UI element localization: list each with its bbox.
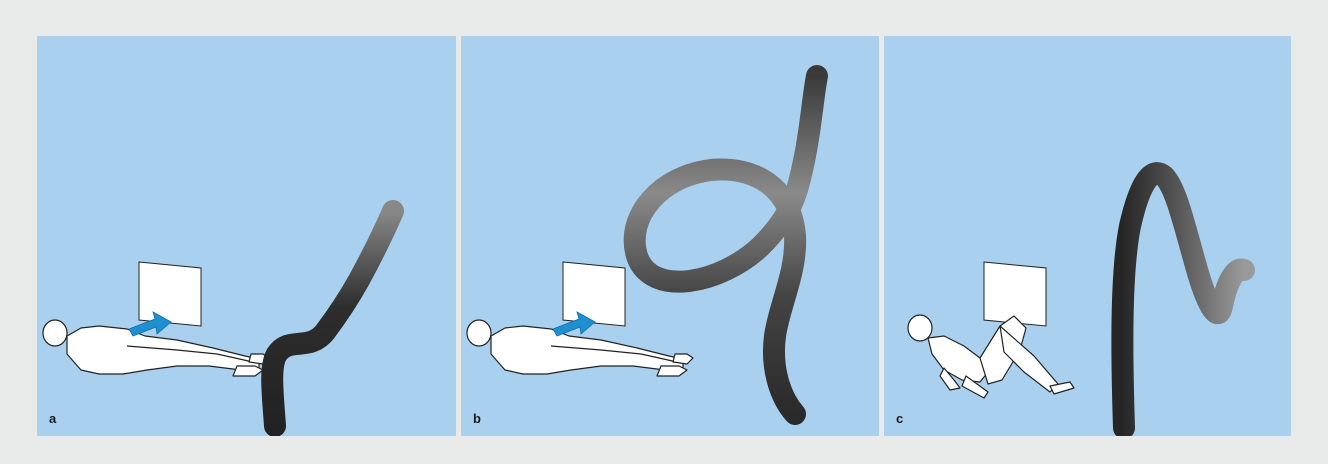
panel-label: c [896,411,903,426]
endoscope-shaft [272,211,393,426]
panel-label: b [473,411,481,426]
panel-label: a [49,411,56,426]
imaging-panel [563,262,625,326]
panel-b: b [461,36,879,436]
panel-c: c [884,36,1291,436]
patient-figure-knees-bent [908,315,1074,398]
panel-c-illustration [884,36,1291,436]
panel-b-illustration [461,36,879,436]
endoscope-n-loop [1122,173,1244,428]
panel-a-illustration [37,36,456,436]
imaging-panel [139,262,201,326]
panel-a: a [37,36,456,436]
